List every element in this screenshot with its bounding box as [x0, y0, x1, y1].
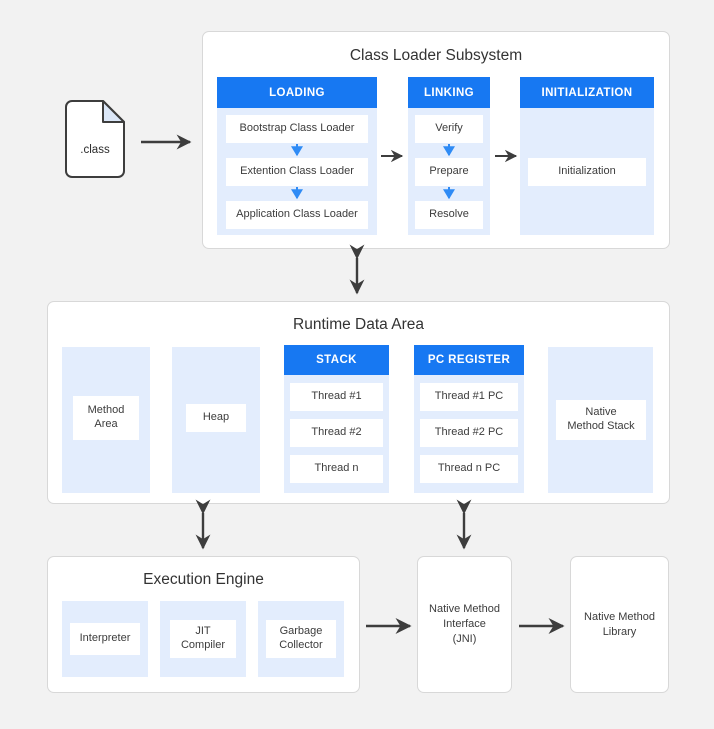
interpreter-label: Interpreter: [70, 623, 140, 655]
garbage-collector-text: Garbage Collector: [279, 625, 323, 651]
linking-item-verify: Verify: [415, 115, 483, 143]
native-method-stack-text: Native Method Stack: [567, 406, 635, 432]
heap-text: Heap: [202, 411, 230, 424]
pc-register-item-thread-1-pc: Thread #1 PC: [420, 383, 518, 411]
native-method-stack-label: Native Method Stack: [556, 400, 646, 440]
runtime-data-area-title: Runtime Data Area: [293, 316, 424, 333]
stack-item-thread-1: Thread #1: [290, 383, 383, 411]
initialization-column-header: INITIALIZATION: [520, 77, 654, 108]
linking-item-resolve: Resolve: [415, 201, 483, 229]
pc-register-item-thread-n-pc: Thread n PC: [420, 455, 518, 483]
loading-item-bootstrap: Bootstrap Class Loader: [226, 115, 368, 143]
pc-register-column-header: PC REGISTER: [414, 345, 524, 375]
stack-column-header: STACK: [284, 345, 389, 375]
class-file-label: .class: [80, 144, 110, 156]
initialization-item: Initialization: [528, 158, 646, 186]
pc-register-item-thread-2-pc: Thread #2 PC: [420, 419, 518, 447]
class-file-icon: .class: [65, 100, 125, 178]
file-glyph: [65, 100, 125, 178]
linking-column-header: LINKING: [408, 77, 490, 108]
native-method-interface-text: Native Method Interface (JNI): [429, 603, 500, 645]
linking-item-prepare: Prepare: [415, 158, 483, 186]
method-area-label: Method Area: [73, 396, 139, 440]
loading-item-extension: Extention Class Loader: [226, 158, 368, 186]
jit-compiler-text: JIT Compiler: [180, 625, 225, 651]
garbage-collector-label: Garbage Collector: [266, 620, 336, 658]
heap-label: Heap: [186, 404, 246, 432]
loading-column-header: LOADING: [217, 77, 377, 108]
stack-item-thread-n: Thread n: [290, 455, 383, 483]
loading-item-application: Application Class Loader: [226, 201, 368, 229]
native-method-library-text: Native Method Library: [584, 610, 655, 638]
execution-engine-title: Execution Engine: [143, 571, 264, 588]
stack-item-thread-2: Thread #2: [290, 419, 383, 447]
native-method-library-box: Native Method Library: [570, 556, 669, 693]
native-method-interface-box: Native Method Interface (JNI): [417, 556, 512, 693]
class-loader-subsystem-title: Class Loader Subsystem: [349, 47, 523, 64]
jit-compiler-label: JIT Compiler: [170, 620, 236, 658]
method-area-text: Method Area: [87, 404, 125, 430]
interpreter-text: Interpreter: [79, 632, 131, 645]
